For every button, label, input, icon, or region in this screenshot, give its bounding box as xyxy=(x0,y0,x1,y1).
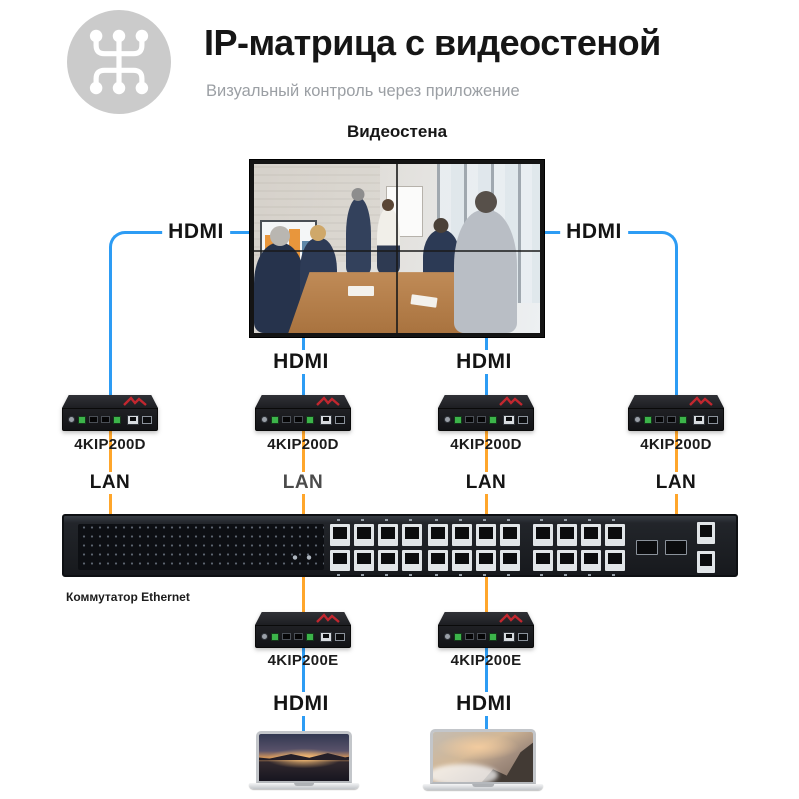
videowall-divider-horizontal xyxy=(254,250,540,253)
rj45-port-group-2 xyxy=(428,519,520,576)
lan-label: LAN xyxy=(649,472,703,494)
decoder-model-label: 4KIP200D xyxy=(74,436,146,453)
decoder-device-3 xyxy=(438,395,534,431)
rj45-port-group-3 xyxy=(533,519,625,576)
decoder-device-1 xyxy=(62,395,158,431)
laptop-2 xyxy=(423,729,543,790)
matrix-switch-icon xyxy=(67,10,171,114)
switch-led-panel xyxy=(78,524,324,570)
device-front-ports xyxy=(438,625,534,648)
sunset-wallpaper xyxy=(259,734,349,781)
encoder-model-label: 4KIP200E xyxy=(267,652,339,669)
hdmi-label: HDMI xyxy=(162,220,230,244)
person-silhouette xyxy=(345,197,372,278)
laptop-1 xyxy=(249,731,359,789)
person-silhouette xyxy=(376,207,400,276)
device-top-panel xyxy=(62,395,158,408)
hdmi-line-left xyxy=(109,231,250,397)
lan-label: LAN xyxy=(83,472,137,494)
hdmi-label: HDMI xyxy=(560,220,628,244)
device-front-ports xyxy=(62,408,158,431)
hdmi-label: HDMI xyxy=(267,692,335,716)
laptop-screen xyxy=(256,731,352,783)
switch-label: Коммутатор Ethernet xyxy=(66,590,190,604)
page-title: IP-матрица с видеостеной xyxy=(204,22,661,63)
device-top-panel xyxy=(255,612,351,625)
laptop-screen xyxy=(430,729,536,784)
decoder-model-label: 4KIP200D xyxy=(640,436,712,453)
decoder-model-label: 4KIP200D xyxy=(267,436,339,453)
encoder-model-label: 4KIP200E xyxy=(450,652,522,669)
hdmi-line-laptop-2 xyxy=(485,647,488,732)
uplink-ports xyxy=(697,522,715,573)
hdmi-label: HDMI xyxy=(450,692,518,716)
decoder-device-2 xyxy=(255,395,351,431)
encoder-device-2 xyxy=(438,612,534,648)
decoder-model-label: 4KIP200D xyxy=(450,436,522,453)
device-top-panel xyxy=(438,395,534,408)
device-top-panel xyxy=(628,395,724,408)
device-top-panel xyxy=(438,612,534,625)
rj45-port-group-1 xyxy=(330,519,422,576)
lan-line-enc-2 xyxy=(485,575,488,613)
decoder-device-4 xyxy=(628,395,724,431)
lan-label: LAN xyxy=(276,472,330,494)
lan-line-enc-1 xyxy=(302,575,305,613)
page-subtitle: Визуальный контроль через приложение xyxy=(206,82,520,100)
person-silhouette xyxy=(454,209,518,333)
paper xyxy=(348,285,375,296)
device-front-ports xyxy=(628,408,724,431)
device-front-ports xyxy=(255,625,351,648)
videowall-divider-vertical xyxy=(396,164,398,333)
laptop-base xyxy=(249,783,359,789)
ethernet-switch xyxy=(62,514,738,577)
hdmi-label: HDMI xyxy=(450,350,518,374)
sfp-port-2 xyxy=(665,540,687,555)
hdmi-line-right xyxy=(545,231,678,397)
device-front-ports xyxy=(255,408,351,431)
videowall-display xyxy=(250,160,544,337)
hdmi-label: HDMI xyxy=(267,350,335,374)
device-top-panel xyxy=(255,395,351,408)
hdmi-line-laptop-1 xyxy=(302,647,305,732)
laptop-base xyxy=(423,784,543,790)
mountain-wallpaper xyxy=(433,732,533,782)
device-front-ports xyxy=(438,408,534,431)
sfp-port-1 xyxy=(636,540,658,555)
encoder-device-1 xyxy=(255,612,351,648)
lan-label: LAN xyxy=(459,472,513,494)
videowall-title: Видеостена xyxy=(346,122,448,141)
